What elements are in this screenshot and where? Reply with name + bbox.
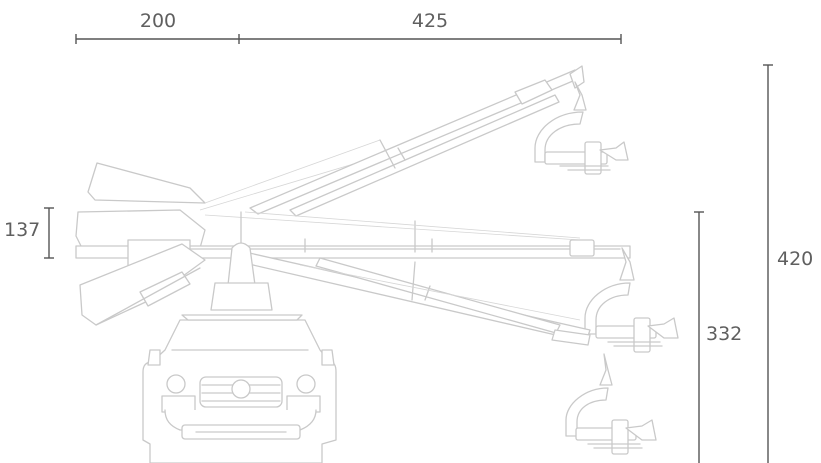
- dimension-rear-length: 200: [75, 10, 240, 44]
- dimension-front-length: 425: [239, 10, 622, 44]
- camera-head-level: [584, 247, 679, 353]
- camera-head-raised: [534, 81, 629, 175]
- crane-tower-post: [210, 211, 273, 311]
- camera-head-lowered: [565, 353, 657, 455]
- dimension-label-lens-height-low: 332: [706, 323, 742, 345]
- dimension-label-rear-length: 200: [140, 10, 176, 32]
- dimension-label-counterweight-height: 137: [4, 219, 40, 241]
- dimension-lens-height-max: 420: [763, 64, 813, 463]
- vehicle-front-view: [142, 314, 337, 463]
- crane-arm-lowered: [79, 243, 591, 346]
- dimension-lens-height-low: 332: [694, 211, 742, 463]
- crane-arm-raised: [87, 65, 585, 217]
- dimension-label-lens-height-max: 420: [777, 248, 813, 270]
- dimension-counterweight-height: 137: [4, 207, 54, 259]
- dimension-label-front-length: 425: [412, 10, 448, 32]
